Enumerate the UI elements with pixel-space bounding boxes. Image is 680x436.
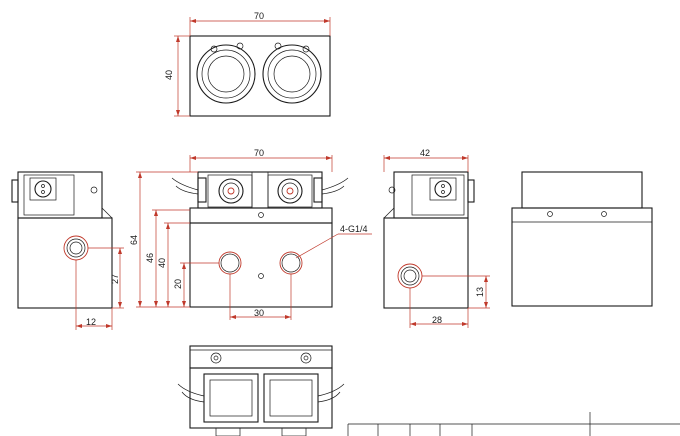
dim-left-12: 12 (86, 317, 96, 327)
dim-right-13: 13 (475, 287, 485, 297)
dim-height-20: 20 (173, 279, 183, 289)
left-body (17, 217, 113, 309)
front-view: 4-G1/4 70 64 46 40 20 (129, 148, 372, 320)
top-coil-right-outer (262, 44, 322, 104)
dim-side-width: 42 (420, 148, 430, 158)
dim-port-spacing: 30 (254, 308, 264, 318)
top-view: 70 40 (164, 11, 331, 117)
top-view-body (189, 35, 331, 117)
front-port-left (218, 251, 242, 275)
label-ports: 4-G1/4 (340, 224, 368, 234)
left-side-view: 27 12 (11, 171, 124, 330)
dim-height-64: 64 (129, 235, 139, 245)
right-body (383, 217, 469, 309)
dim-top-width: 70 (254, 11, 264, 21)
front-manifold (189, 222, 333, 308)
title-block (347, 412, 680, 436)
dim-height-46: 46 (145, 253, 155, 263)
left-port (63, 235, 89, 261)
rear-view (511, 171, 653, 307)
dim-top-height: 40 (164, 70, 174, 80)
right-side-view: 42 13 28 (383, 148, 490, 328)
bottom-view (177, 345, 345, 436)
dim-height-40: 40 (157, 258, 167, 268)
dim-right-28: 28 (432, 315, 442, 325)
top-coil-left-outer (196, 44, 256, 104)
dim-front-width: 70 (254, 148, 264, 158)
right-port (397, 263, 423, 289)
dim-left-27: 27 (110, 274, 120, 284)
rear-body (511, 207, 653, 307)
front-port-right (279, 251, 303, 275)
